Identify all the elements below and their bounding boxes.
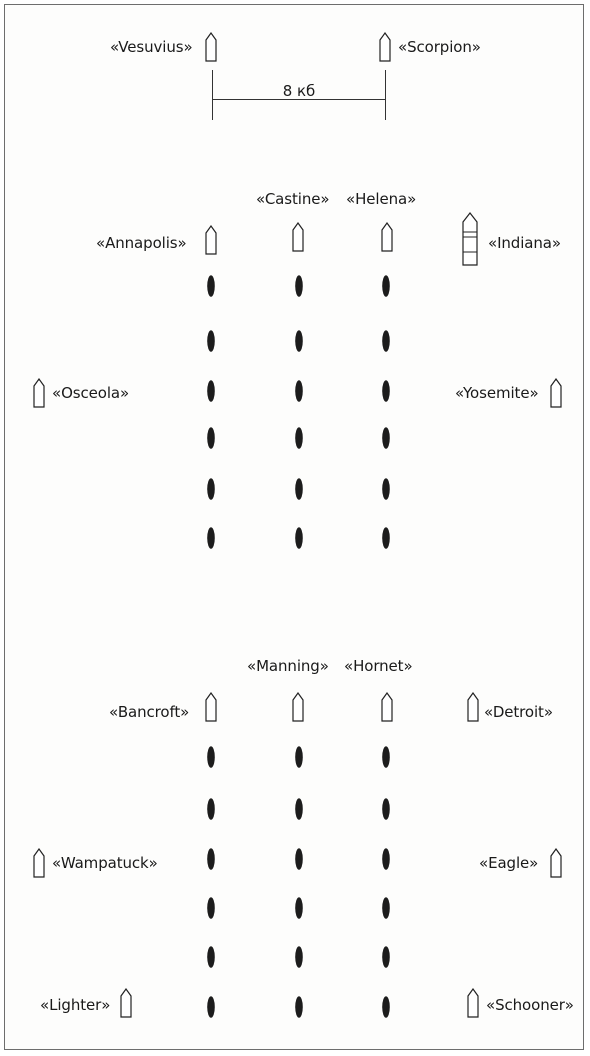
ship-castine-icon [292, 222, 304, 252]
boat-icon [295, 746, 303, 768]
boat-icon [382, 330, 390, 352]
label-wampatuck: «Wampatuck» [52, 854, 158, 872]
boat-icon [382, 798, 390, 820]
label-lighter: «Lighter» [40, 996, 111, 1014]
label-indiana: «Indiana» [488, 234, 561, 252]
label-castine: «Castine» [256, 190, 330, 208]
label-annapolis: «Annapolis» [96, 234, 187, 252]
boat-icon [295, 848, 303, 870]
label-vesuvius: «Vesuvius» [110, 38, 193, 56]
boat-icon [382, 897, 390, 919]
boat-icon [295, 330, 303, 352]
ship-lighter-icon [120, 988, 132, 1018]
ship-detroit-icon [467, 692, 479, 722]
ship-osceola-icon [33, 378, 45, 408]
boat-icon [382, 996, 390, 1018]
boat-icon [382, 946, 390, 968]
boat-icon [207, 996, 215, 1018]
label-eagle: «Eagle» [479, 854, 539, 872]
boat-icon [382, 275, 390, 297]
boat-icon [207, 478, 215, 500]
label-helena: «Helena» [346, 190, 417, 208]
boat-icon [207, 798, 215, 820]
boat-icon [295, 996, 303, 1018]
boat-icon [295, 380, 303, 402]
ship-wampatuck-icon [33, 848, 45, 878]
boat-icon [207, 848, 215, 870]
ship-hornet-icon [381, 692, 393, 722]
label-manning: «Manning» [247, 657, 329, 675]
scale-tick-left [212, 70, 213, 120]
ship-vesuvius-icon [205, 32, 217, 62]
label-bancroft: «Bancroft» [109, 703, 190, 721]
label-scorpion: «Scorpion» [398, 38, 481, 56]
boat-icon [295, 478, 303, 500]
boat-icon [382, 478, 390, 500]
boat-icon [207, 330, 215, 352]
label-detroit: «Detroit» [484, 703, 553, 721]
boat-icon [207, 897, 215, 919]
ship-eagle-icon [550, 848, 562, 878]
boat-icon [295, 946, 303, 968]
boat-icon [382, 527, 390, 549]
ship-indiana-icon [462, 212, 478, 266]
boat-icon [207, 275, 215, 297]
ship-schooner-icon [467, 988, 479, 1018]
label-hornet: «Hornet» [344, 657, 413, 675]
boat-icon [207, 946, 215, 968]
scale-bar [212, 99, 386, 100]
ship-yosemite-icon [550, 378, 562, 408]
boat-icon [295, 275, 303, 297]
boat-icon [207, 380, 215, 402]
ship-annapolis-icon [205, 225, 217, 255]
label-schooner: «Schooner» [486, 996, 574, 1014]
boat-icon [295, 527, 303, 549]
ship-bancroft-icon [205, 692, 217, 722]
scale-label: 8 кб [282, 82, 316, 100]
boat-icon [295, 897, 303, 919]
boat-icon [295, 798, 303, 820]
diagram-frame [4, 4, 584, 1050]
boat-icon [207, 527, 215, 549]
boat-icon [207, 427, 215, 449]
boat-icon [382, 427, 390, 449]
ship-helena-icon [381, 222, 393, 252]
ship-scorpion-icon [379, 32, 391, 62]
boat-icon [295, 427, 303, 449]
scale-tick-right [385, 70, 386, 120]
boat-icon [207, 746, 215, 768]
boat-icon [382, 746, 390, 768]
label-yosemite: «Yosemite» [455, 384, 539, 402]
label-osceola: «Osceola» [52, 384, 130, 402]
ship-manning-icon [292, 692, 304, 722]
boat-icon [382, 848, 390, 870]
boat-icon [382, 380, 390, 402]
